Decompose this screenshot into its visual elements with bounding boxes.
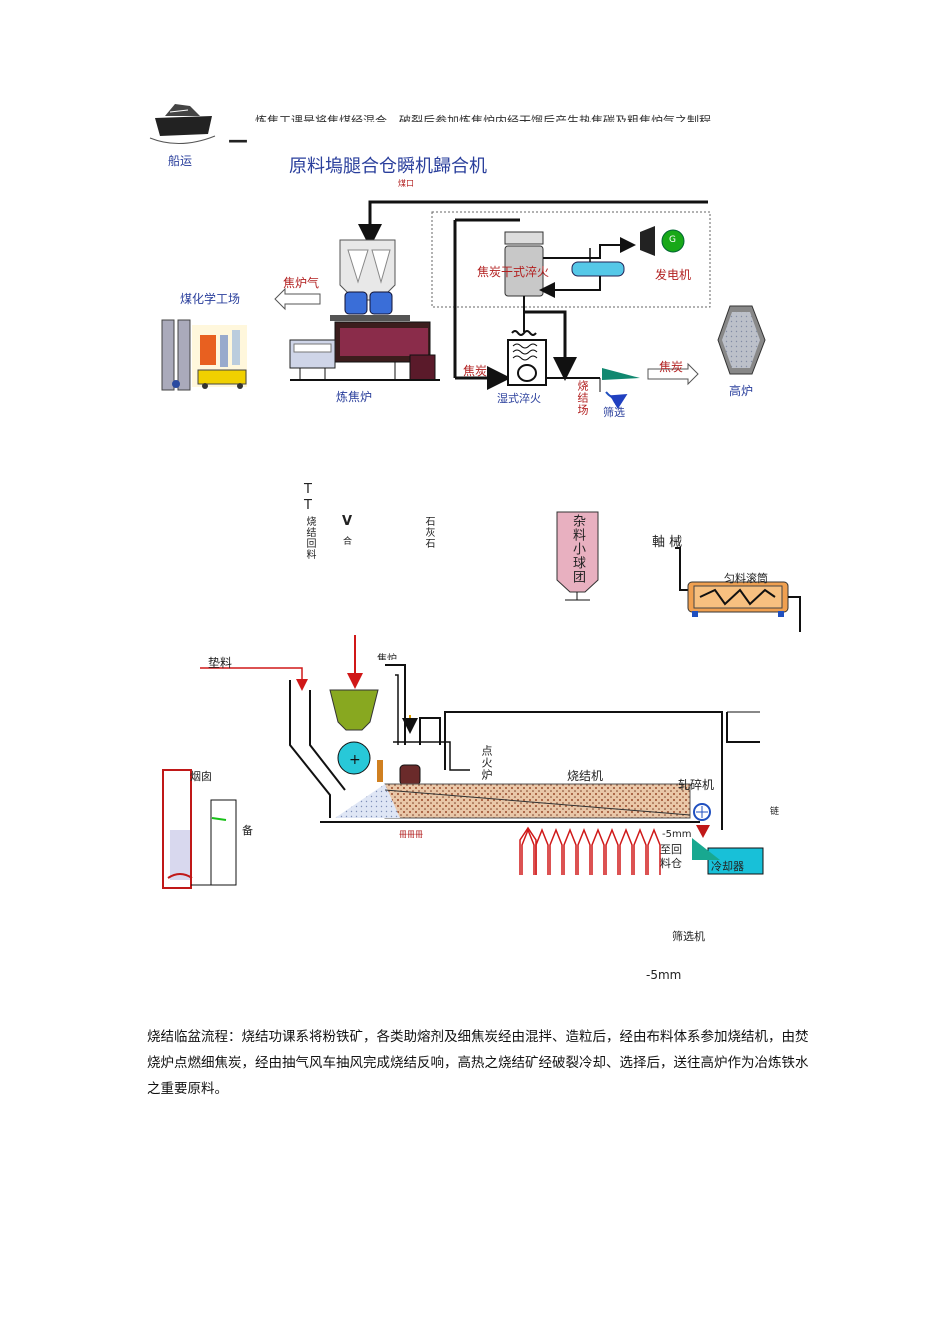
return-bin-label: 至回料仓 xyxy=(660,843,682,870)
wind-box xyxy=(647,827,661,875)
coke-oven-label: 炼焦炉 xyxy=(336,390,373,404)
screening-icon xyxy=(599,368,640,410)
blast-furnace-label: 高炉 xyxy=(729,384,754,398)
wind-box xyxy=(591,827,605,875)
machine-label: 軸 械 xyxy=(652,535,683,550)
caption-paragraph: 烧结临盆流程：烧结功课系将粉铁矿，各类助熔剂及细焦炭经由混拌、造粒后，经由布料体… xyxy=(147,1028,809,1097)
cooler-icon xyxy=(692,838,764,875)
bottom-red-label: 冊冊冊 xyxy=(399,830,423,839)
size-label-2: -5mm xyxy=(646,968,682,982)
chimney-label: 烟囱 xyxy=(190,770,212,783)
mixing-drum-label: 匀料滚筒 xyxy=(724,572,768,585)
wind-box xyxy=(633,827,647,875)
pellet-bin-icon xyxy=(556,511,599,601)
size-label: -5mm xyxy=(662,829,692,840)
exhaust-loop xyxy=(444,711,760,830)
mixed-pellet-label: 杂料小球团 xyxy=(570,514,585,584)
crusher-icon xyxy=(693,803,711,838)
limestone-label: 石灰石 xyxy=(423,516,434,549)
screen-machine-label: 筛选机 xyxy=(672,930,705,943)
coke-gas-label: 焦炉气 xyxy=(283,276,320,290)
chemical-plant-label: 煤化学工场 xyxy=(180,292,241,306)
dry-quench-box xyxy=(431,211,711,308)
screening-label: 筛选 xyxy=(603,406,625,419)
mix-label: 合 xyxy=(343,537,353,547)
fuel-lines xyxy=(385,664,441,745)
coke-fuel-label: 焦炉 xyxy=(377,654,397,660)
wet-quench-label: 湿式淬火 xyxy=(497,392,541,405)
coke-gas-arrow xyxy=(274,287,321,311)
generator-symbol: G xyxy=(669,235,676,245)
wind-box xyxy=(549,827,563,875)
coke-label-2: 焦炭 xyxy=(659,360,684,374)
t-mark-2: T xyxy=(304,498,312,513)
dry-quench-tower-icon xyxy=(453,218,544,378)
chimney-icon xyxy=(162,769,237,889)
coal-feed-line xyxy=(358,200,708,248)
sinter-machine-label: 烧结机 xyxy=(567,769,604,783)
wind-box xyxy=(605,827,619,875)
generator-icon xyxy=(640,226,685,256)
coke-flow-lines xyxy=(455,310,600,390)
wind-box xyxy=(521,827,535,875)
dry-quench-label: 焦炭干式淬火 xyxy=(477,265,550,279)
diagram-title: 原料塢腿合仓瞬机歸合机 xyxy=(289,156,487,177)
wind-box xyxy=(563,827,577,875)
wind-box xyxy=(535,827,549,875)
header-text: 炼焦工课是将焦煤经混合、破裂后参加炼焦炉内经干馏后产生热焦碳及粗焦炉气之制程 xyxy=(255,114,712,122)
sinter-return-label: 烧结回料 xyxy=(304,516,315,560)
bedding-chute xyxy=(289,680,346,818)
mixing-drum-icon xyxy=(675,547,801,632)
green-hopper-icon: + xyxy=(329,689,379,775)
dash-mark: — xyxy=(228,128,248,152)
bedding-label: 垫料 xyxy=(208,656,233,670)
coke-to-furnace-arrow xyxy=(647,362,699,386)
ship-icon xyxy=(149,104,216,145)
right-small-label: 链 xyxy=(770,807,780,817)
bedding-arrow xyxy=(200,667,308,691)
svg-text:+: + xyxy=(349,752,361,768)
wind-box xyxy=(619,827,633,875)
generator-label: 发电机 xyxy=(655,268,692,282)
sinter-bed xyxy=(320,760,700,823)
cooler-label: 冷却器 xyxy=(711,860,744,873)
coke-oven-icon xyxy=(289,239,440,381)
crusher-label: 轧碎机 xyxy=(678,778,715,792)
boiler-icon xyxy=(539,237,636,298)
t-mark-1: T xyxy=(304,482,312,497)
ignition-label: 点火炉 xyxy=(480,745,493,781)
ignition-furnace-icon xyxy=(393,741,470,786)
ship-label: 船运 xyxy=(168,154,193,168)
fan-label: 备 xyxy=(242,824,253,837)
wind-box xyxy=(577,827,591,875)
wet-quench-icon xyxy=(507,330,547,386)
v-mark: V xyxy=(342,514,353,529)
chemical-plant-icon xyxy=(161,319,247,391)
sinter-site-label: 烧结场 xyxy=(576,380,589,416)
coke-label-1: 焦炭 xyxy=(463,364,488,378)
blast-furnace-icon xyxy=(717,305,766,375)
coal-small-label: 煤口 xyxy=(398,179,414,188)
